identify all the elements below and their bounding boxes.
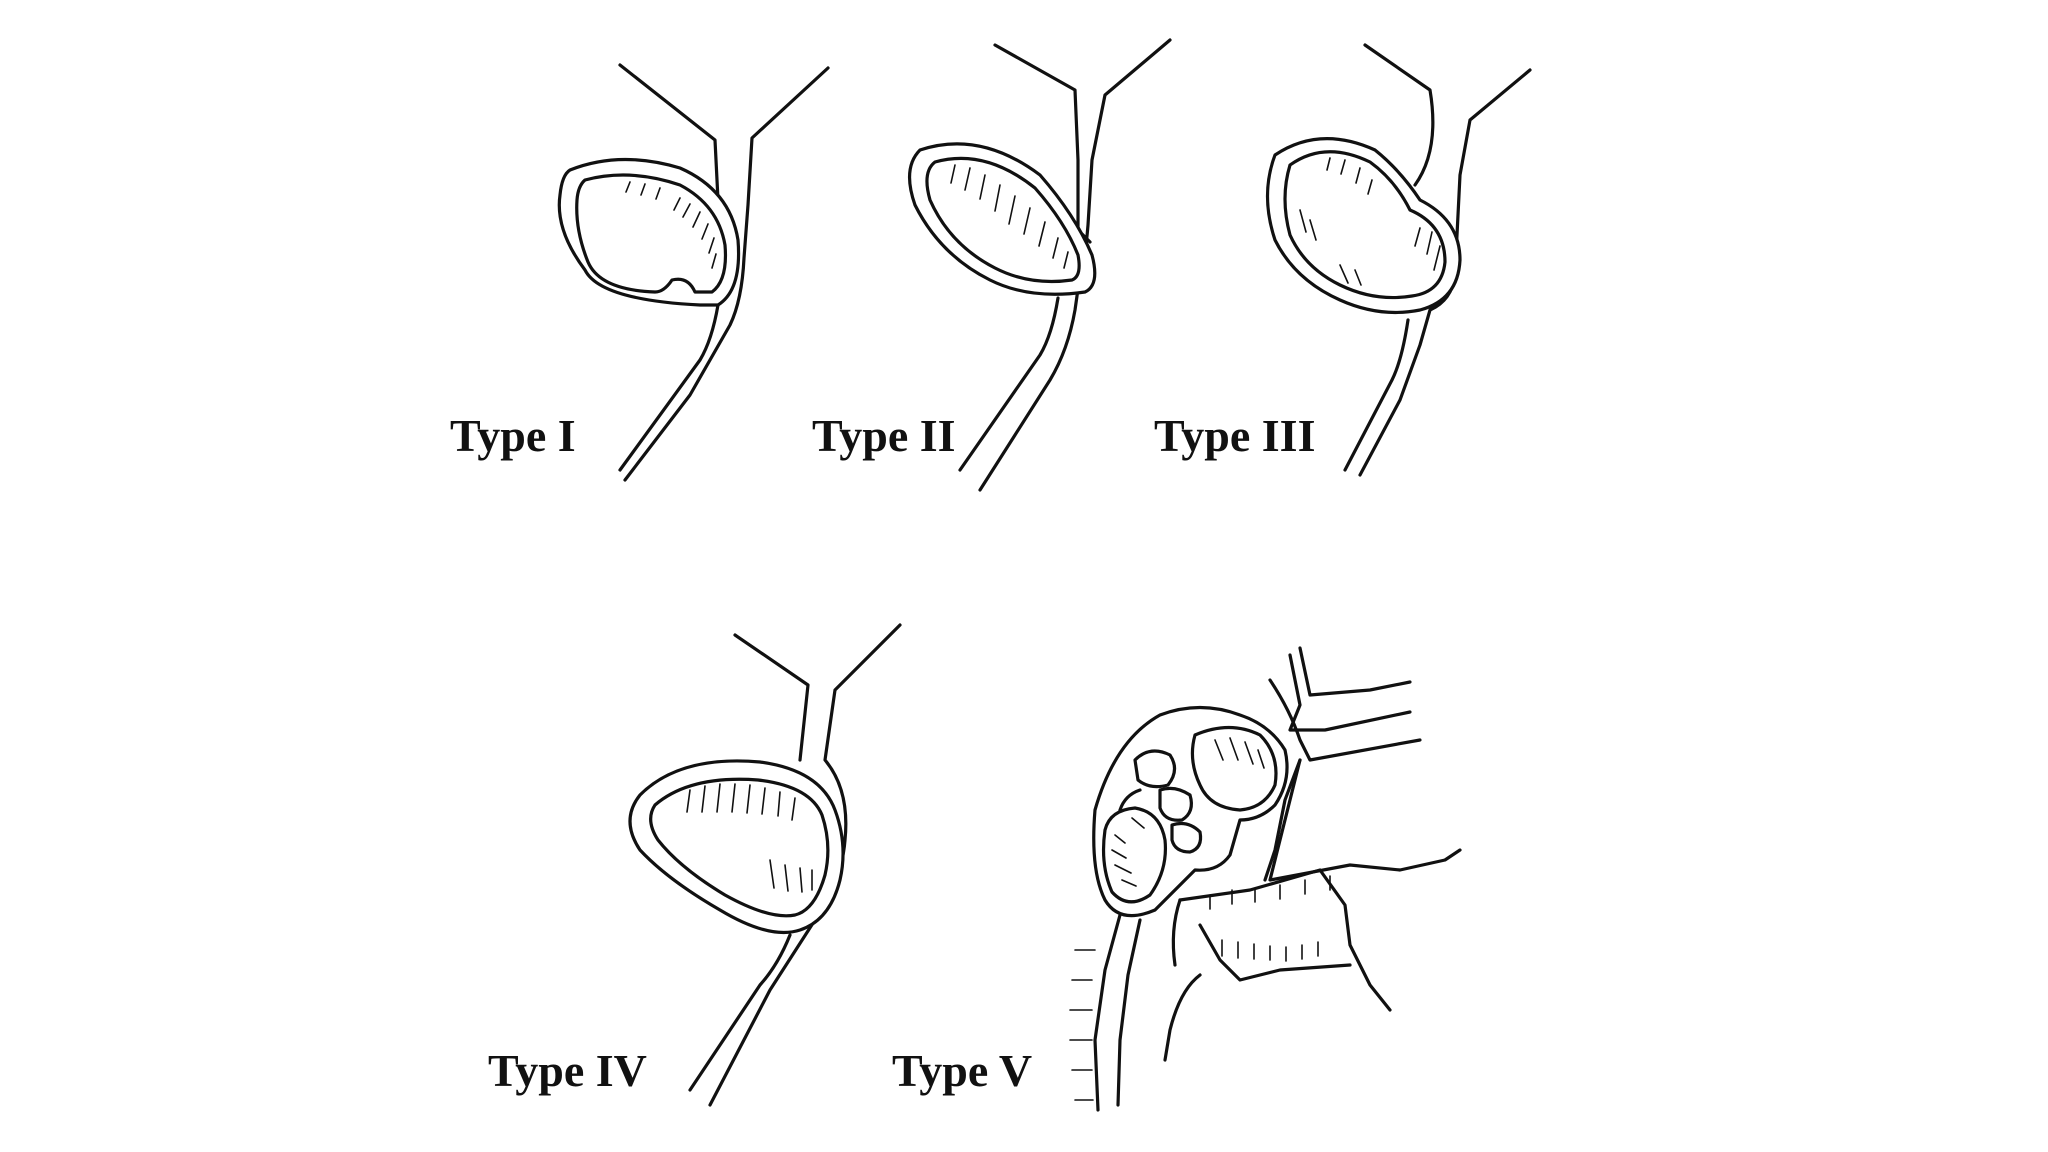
type-2-drawing	[908, 38, 1172, 492]
type-1-drawing	[557, 63, 830, 482]
type-2-label: Type II	[812, 410, 956, 461]
type-1-label: Type I	[450, 410, 576, 461]
type-4-drawing	[628, 623, 902, 1107]
type-5-drawing	[1069, 646, 1462, 1112]
type-3-label: Type III	[1154, 410, 1316, 461]
type-5-label: Type V	[892, 1045, 1033, 1096]
type-3-drawing	[1265, 43, 1532, 477]
type-4-label: Type IV	[488, 1045, 647, 1096]
